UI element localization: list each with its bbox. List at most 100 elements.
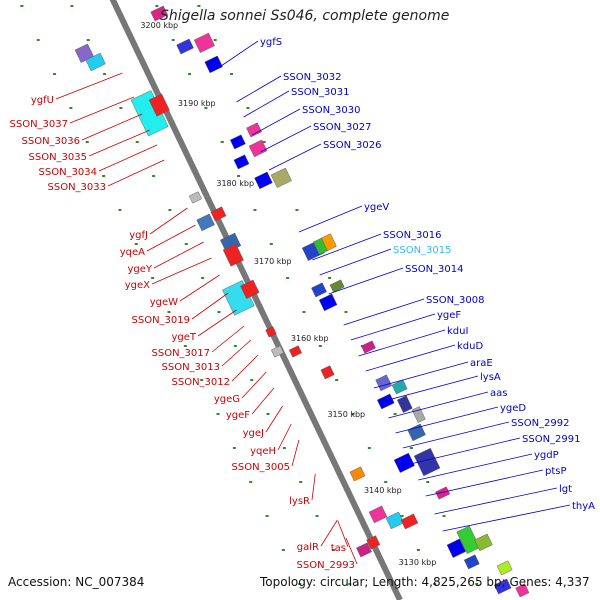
guide-dot [188, 73, 192, 75]
gene-label-yqeh: yqeH [250, 446, 276, 457]
gene-block [148, 93, 170, 117]
guide-dot [266, 413, 270, 415]
label-leader-line [251, 387, 275, 415]
gene-block [222, 243, 244, 267]
gene-label-sson_3033: SSON_3033 [48, 182, 107, 193]
label-leader-line [380, 375, 479, 403]
gene-block [321, 233, 337, 251]
label-leader-line [291, 439, 300, 467]
guide-dot [384, 481, 388, 483]
label-leader-line [197, 309, 237, 337]
kbp-tick-label: 3160 kbp [291, 334, 329, 343]
gene-label-sson_3036: SSON_3036 [22, 136, 81, 147]
label-leader-line [298, 205, 363, 233]
guide-dot [409, 447, 413, 449]
guide-dot [400, 515, 404, 517]
guide-dot [183, 345, 187, 347]
guide-dot [216, 413, 220, 415]
label-leader-line [243, 90, 290, 118]
gene-label-sson_3037: SSON_3037 [10, 119, 69, 130]
gene-block [456, 525, 481, 554]
guide-dot [20, 5, 24, 7]
gene-block [288, 345, 302, 358]
guide-dot [151, 277, 155, 279]
gene-block [311, 282, 327, 298]
guide-dot [253, 209, 257, 211]
guide-dot [281, 549, 285, 551]
guide-dot [262, 141, 266, 143]
gene-block [188, 191, 202, 204]
label-leader-line [88, 129, 151, 157]
guide-dot [246, 107, 250, 109]
gene-block [270, 167, 292, 188]
gene-label-kdui: kduI [447, 326, 468, 337]
gene-block [361, 340, 376, 354]
gene-block [204, 55, 223, 74]
guide-dot [302, 311, 306, 313]
gene-block [246, 122, 262, 138]
guide-dot [298, 583, 302, 585]
guide-dot [201, 277, 205, 279]
guide-dot [36, 39, 40, 41]
gene-label-ygew: ygeW [150, 297, 178, 308]
gene-label-sson_3032: SSON_3032 [283, 72, 342, 83]
gene-label-ygej: ygeJ [243, 428, 264, 439]
gene-label-sson_2992: SSON_2992 [511, 418, 570, 429]
gene-block [446, 538, 466, 558]
guide-dot [433, 583, 437, 585]
label-leader-line [358, 329, 446, 357]
gene-label-kdud: kduD [457, 341, 483, 352]
gene-label-ygev: ygeV [364, 202, 389, 213]
label-leader-line [312, 233, 382, 261]
guide-dot [230, 73, 234, 75]
gene-label-sson_3034: SSON_3034 [39, 167, 98, 178]
gene-block [85, 52, 106, 72]
topology-text: Topology: circular; Length: 4,825,265 bp… [260, 575, 590, 589]
gene-label-lgt: lgt [559, 484, 572, 495]
label-leader-line [219, 40, 259, 68]
label-leader-line [107, 159, 165, 187]
gene-label-yqea: yqeA [120, 247, 145, 258]
kbp-tick-label: 3130 kbp [399, 558, 437, 567]
gene-block [265, 326, 277, 338]
gene-block [193, 32, 215, 53]
guide-dot [220, 141, 224, 143]
gene-block [368, 505, 388, 524]
gene-label-aas: aas [490, 388, 507, 399]
kbp-tick-label: 3150 kbp [327, 410, 365, 419]
gene-label-lysa: lysA [480, 372, 501, 383]
gene-label-sson_3008: SSON_3008 [426, 295, 485, 306]
gene-label-yged: ygeD [500, 403, 526, 414]
guide-dot [367, 447, 371, 449]
kbp-tick-label: 3170 kbp [254, 257, 292, 266]
guide-dot [249, 481, 253, 483]
gene-label-sson_3012: SSON_3012 [172, 377, 231, 388]
label-leader-line [260, 125, 312, 153]
gene-label-galr: galR [297, 542, 319, 553]
guide-dot [315, 515, 319, 517]
guide-dot [299, 481, 303, 483]
guide-dot [442, 515, 446, 517]
label-leader-line [343, 298, 425, 326]
gene-label-sson_3030: SSON_3030 [302, 105, 361, 116]
gene-label-ygex: ygeX [125, 280, 150, 291]
guide-dot [351, 413, 355, 415]
gene-label-ptsp: ptsP [545, 466, 567, 477]
gene-label-sson_3019: SSON_3019 [132, 315, 191, 326]
gene-label-sson_3015: SSON_3015 [393, 245, 452, 256]
label-leader-line [434, 487, 558, 515]
guide-dot [331, 549, 335, 551]
label-leader-line [388, 391, 489, 419]
gene-label-ygeg: ygeG [214, 394, 240, 405]
gene-label-sson_3017: SSON_3017 [152, 348, 211, 359]
guide-dot [171, 39, 175, 41]
gene-block [493, 578, 512, 595]
gene-block [385, 511, 405, 530]
guide-dot [168, 209, 172, 211]
label-leader-line [442, 504, 571, 532]
kbp-tick-label: 3180 kbp [216, 179, 254, 188]
guide-dot [286, 277, 290, 279]
guide-dot [282, 447, 286, 449]
gene-label-ygfu: ygfU [31, 95, 54, 106]
